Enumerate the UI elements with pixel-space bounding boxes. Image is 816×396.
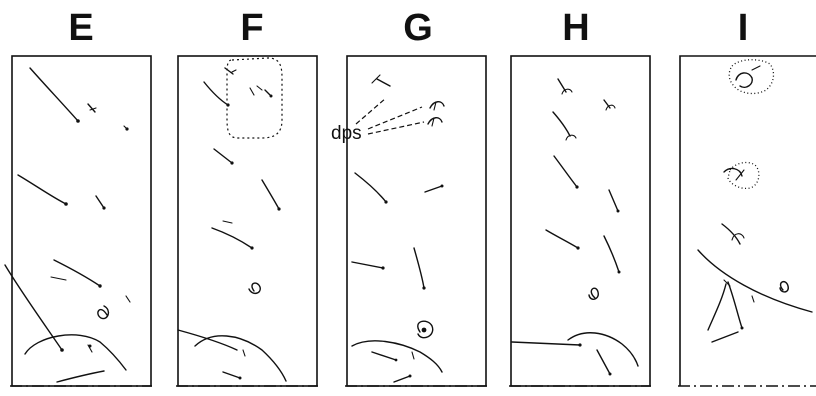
panel-f-label: F — [240, 7, 263, 49]
panel-h-strokes — [511, 78, 639, 376]
panel-e-label: E — [68, 7, 93, 49]
panel-h-label: H — [562, 7, 589, 49]
panel-g: G dps — [331, 7, 487, 387]
dps-leader-1 — [355, 97, 387, 125]
panel-f: F — [176, 7, 318, 387]
panel-i: I — [678, 7, 816, 387]
panel-f-strokes — [177, 67, 287, 382]
panel-i-frame — [679, 55, 816, 386]
panel-e: E — [4, 7, 152, 387]
panel-g-strokes — [351, 74, 445, 383]
dps-annotation: dps — [331, 97, 425, 144]
panel-i-stippled-patch-top — [728, 59, 775, 95]
dps-leader-3 — [367, 121, 425, 135]
panel-g-frame — [346, 55, 487, 387]
dps-leader-2 — [367, 106, 423, 130]
panel-i-strokes — [697, 65, 813, 343]
dps-label: dps — [331, 123, 362, 144]
panel-g-label: G — [403, 7, 433, 49]
panel-e-frame — [11, 55, 152, 387]
panel-e-strokes — [4, 67, 131, 383]
panel-i-stippled-patch-mid — [727, 161, 760, 190]
panel-h: H — [509, 7, 651, 387]
panel-h-frame — [510, 55, 651, 387]
panel-i-label: I — [738, 7, 749, 49]
